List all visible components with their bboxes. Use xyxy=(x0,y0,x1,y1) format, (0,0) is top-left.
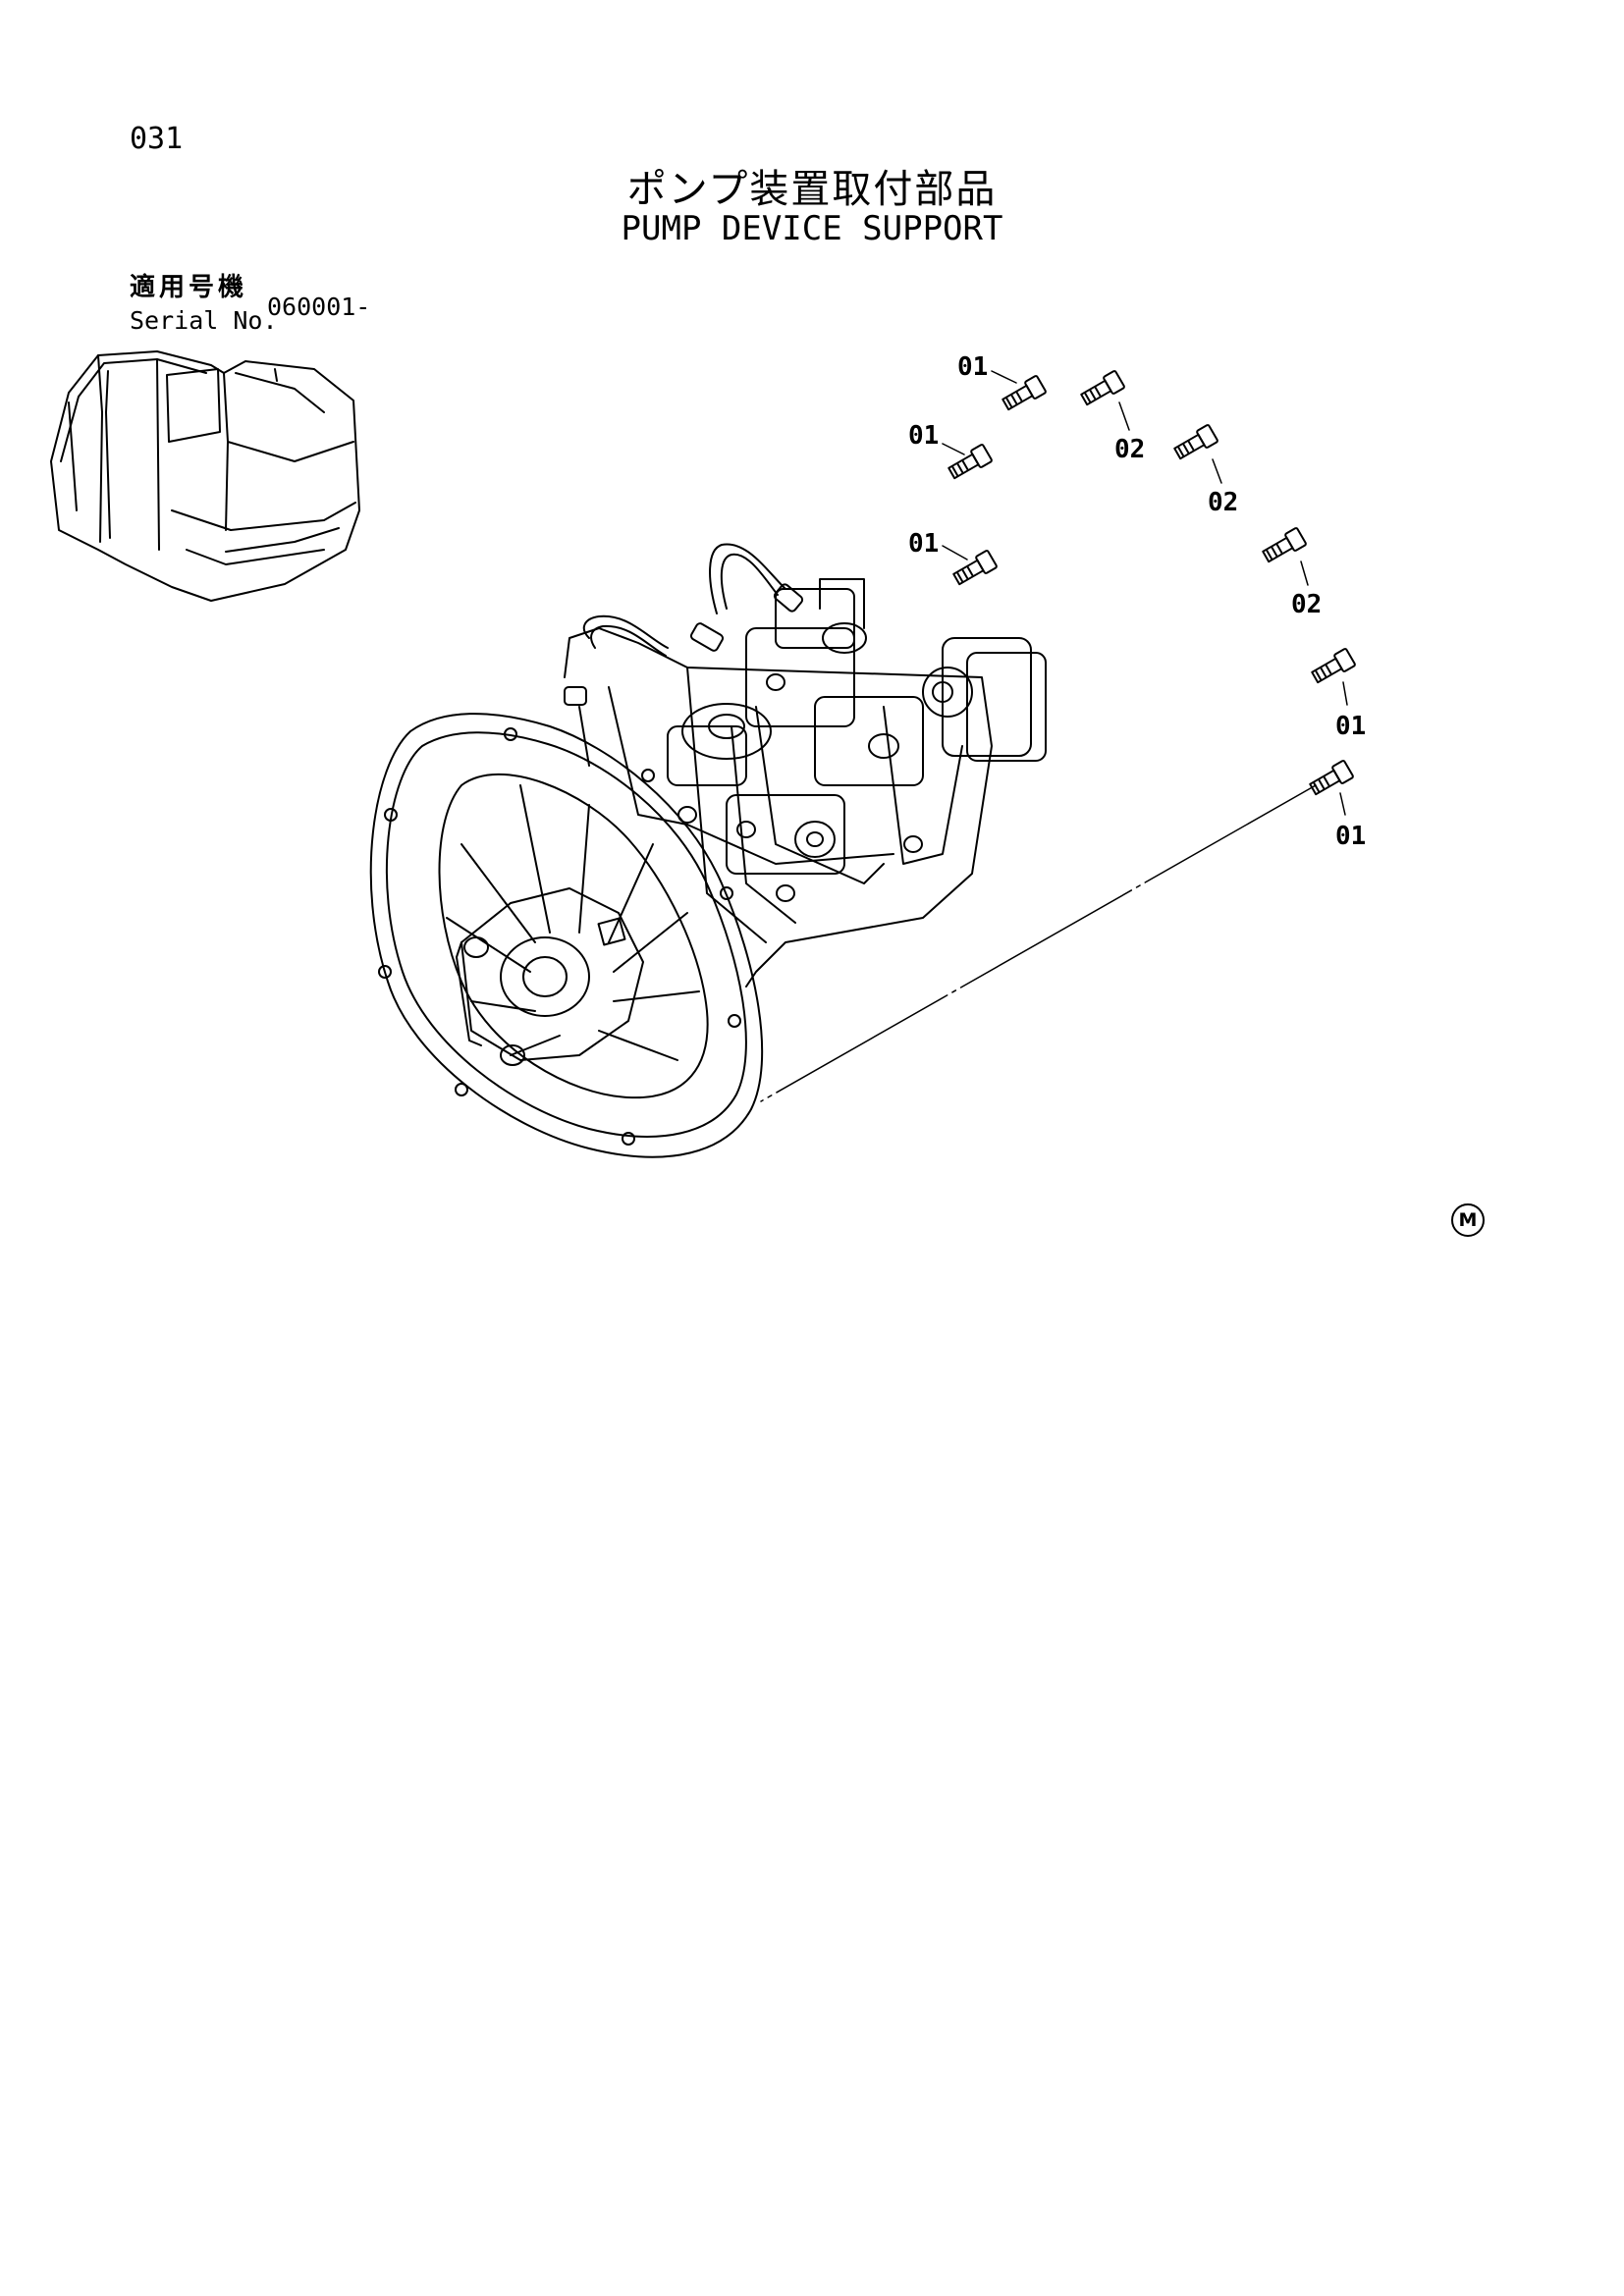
serial-number-value: 060001- xyxy=(267,293,371,321)
leader-lines xyxy=(760,370,1348,1102)
callout-label: 01 xyxy=(908,421,939,451)
bolt-icons xyxy=(947,370,1356,796)
callout-label: 02 xyxy=(1114,435,1145,464)
serial-label-japanese: 適用号機 xyxy=(130,273,248,302)
callout-label: 01 xyxy=(1335,712,1366,741)
callout-label: 01 xyxy=(1335,822,1366,851)
callout-labels: 01 01 01 01 01 02 02 02 xyxy=(908,352,1366,851)
flywheel-housing-drawing xyxy=(369,713,764,1158)
callout-label: 02 xyxy=(1208,488,1238,517)
serial-label-english: Serial No. xyxy=(130,306,278,335)
callout-label: 01 xyxy=(957,352,988,382)
page-title-japanese: ポンプ装置取付部品 xyxy=(626,167,998,212)
machine-thumbnail-icon xyxy=(50,350,360,602)
page-title-english: PUMP DEVICE SUPPORT xyxy=(621,209,1003,248)
callout-label: 02 xyxy=(1291,590,1322,619)
page-number: 031 xyxy=(130,122,184,156)
callout-label: 01 xyxy=(908,529,939,559)
pump-body-drawing xyxy=(564,543,1047,988)
m-mark-symbol: M xyxy=(1451,1203,1485,1237)
